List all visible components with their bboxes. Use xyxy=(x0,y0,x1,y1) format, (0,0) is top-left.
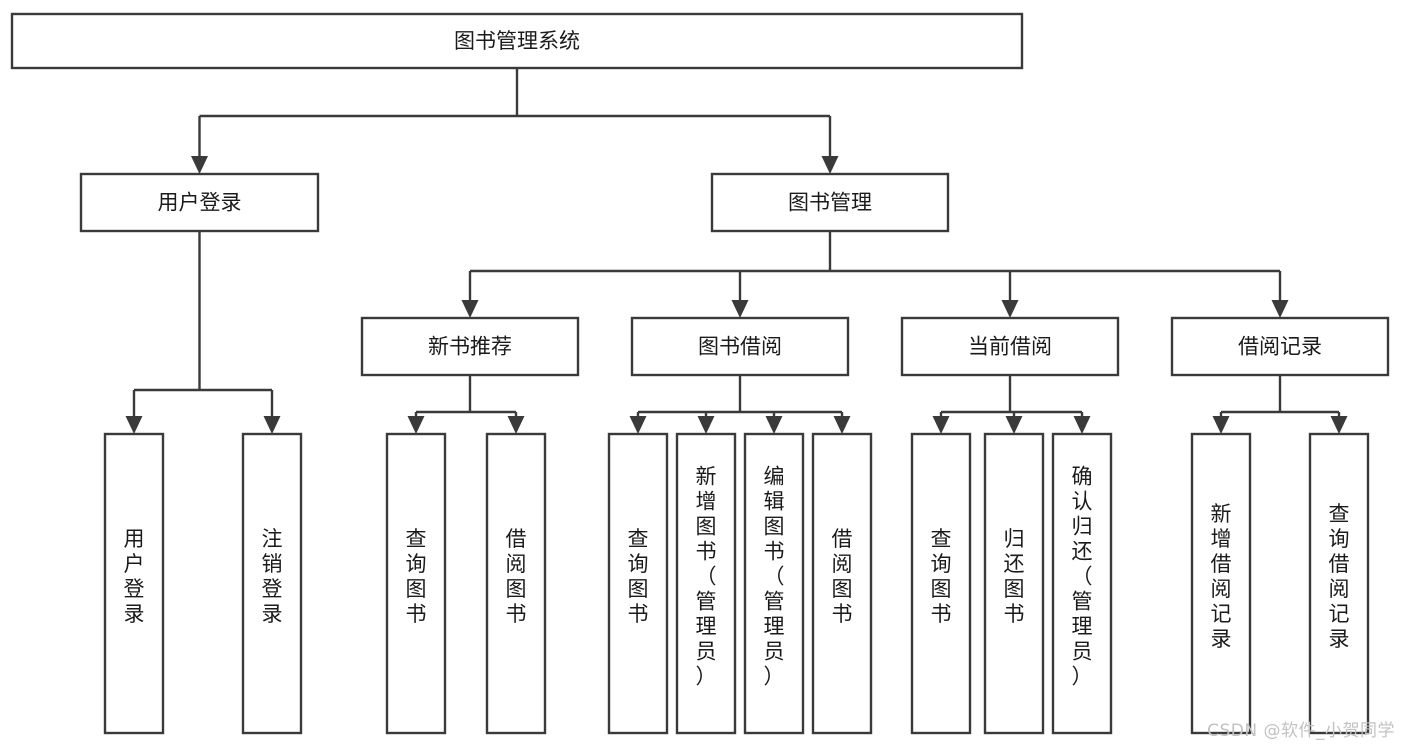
node-level3-book-borrow[interactable]: 图书借阅 xyxy=(630,316,850,377)
connector-branch-arrowhead xyxy=(125,416,143,434)
node-level2-user-login-label: 用户登录 xyxy=(158,191,242,215)
node-level3-current-borrow-label: 当前借阅 xyxy=(968,335,1052,359)
connectors-layer xyxy=(125,68,1348,434)
node-leaf-leaf-borrow-edit-book-rect xyxy=(743,432,805,735)
node-leaf-leaf-recommend-query-book-rect xyxy=(385,432,447,735)
connector-branch-arrowhead xyxy=(629,416,647,434)
connector-branch-arrowhead xyxy=(1001,300,1019,318)
node-leaf-leaf-recommend-query-book[interactable]: 查询图书 xyxy=(385,432,447,735)
node-leaf-leaf-record-query-rect xyxy=(1308,432,1370,735)
node-leaf-leaf-current-confirm-return-label: 确认归还（管理员） xyxy=(1072,465,1093,689)
connector-branch-arrowhead xyxy=(697,416,715,434)
connector-branch-arrowhead xyxy=(765,416,783,434)
node-root-rect xyxy=(10,12,1024,70)
connector-branch-arrowhead xyxy=(1212,416,1230,434)
node-root-label: 图书管理系统 xyxy=(454,29,580,53)
node-level3-borrow-record-label: 借阅记录 xyxy=(1238,335,1322,359)
node-leaf-leaf-borrow-query-book-rect xyxy=(607,432,669,735)
node-leaf-leaf-current-query-book-rect xyxy=(910,432,972,735)
node-leaf-leaf-current-query-book[interactable]: 查询图书 xyxy=(910,432,972,735)
node-leaf-leaf-user-logout-rect xyxy=(241,432,303,735)
connector-branch-arrowhead xyxy=(507,416,525,434)
node-leaf-leaf-current-confirm-return[interactable]: 确认归还（管理员） xyxy=(1051,432,1113,735)
node-leaf-leaf-recommend-borrow-book-rect xyxy=(485,432,547,735)
connector-branch-arrowhead xyxy=(263,416,281,434)
node-leaf-leaf-recommend-borrow-book[interactable]: 借阅图书 xyxy=(485,432,547,735)
node-leaf-leaf-record-query-label: 查询借阅记录 xyxy=(1329,502,1350,651)
node-level3-new-book-recommend[interactable]: 新书推荐 xyxy=(360,316,580,377)
node-leaf-leaf-user-logout[interactable]: 注销登录 xyxy=(241,432,303,735)
node-leaf-leaf-current-confirm-return-rect xyxy=(1051,432,1113,735)
node-leaf-leaf-borrow-edit-book[interactable]: 编辑图书（管理员） xyxy=(743,432,805,735)
connector-branch-arrowhead xyxy=(461,300,479,318)
node-leaf-leaf-current-return-book-label: 归还图书 xyxy=(1004,527,1025,626)
node-root[interactable]: 图书管理系统 xyxy=(10,12,1024,70)
node-leaf-leaf-borrow-borrow-book[interactable]: 借阅图书 xyxy=(811,432,873,735)
node-leaf-leaf-borrow-query-book-label: 查询图书 xyxy=(628,527,649,626)
node-leaf-leaf-current-query-book-label: 查询图书 xyxy=(931,527,952,626)
node-level3-book-borrow-label: 图书借阅 xyxy=(698,335,782,359)
connector-branch-arrowhead xyxy=(1073,416,1091,434)
node-leaf-leaf-borrow-add-book-rect xyxy=(675,432,737,735)
node-leaf-leaf-recommend-borrow-book-label: 借阅图书 xyxy=(506,527,527,626)
node-leaf-leaf-borrow-borrow-book-rect xyxy=(811,432,873,735)
connector-branch-arrowhead xyxy=(407,416,425,434)
node-level3-borrow-record-rect xyxy=(1170,316,1390,377)
node-level3-current-borrow-rect xyxy=(900,316,1120,377)
node-leaf-leaf-borrow-add-book-label: 新增图书（管理员） xyxy=(696,465,717,689)
connector-branch-arrowhead xyxy=(731,300,749,318)
node-level3-borrow-record[interactable]: 借阅记录 xyxy=(1170,316,1390,377)
node-leaf-leaf-user-login-label: 用户登录 xyxy=(124,527,145,626)
node-leaf-leaf-borrow-query-book[interactable]: 查询图书 xyxy=(607,432,669,735)
node-level2-book-manage-rect xyxy=(710,172,950,233)
node-leaf-leaf-borrow-add-book[interactable]: 新增图书（管理员） xyxy=(675,432,737,735)
node-leaf-leaf-user-login-rect xyxy=(103,432,165,735)
node-leaf-leaf-record-add-rect xyxy=(1190,432,1252,735)
csdn-watermark: CSDN @软件_小贺同学 xyxy=(1207,721,1395,741)
connector-branch-arrowhead xyxy=(1005,416,1023,434)
node-leaf-leaf-record-query[interactable]: 查询借阅记录 xyxy=(1308,432,1370,735)
node-level2-user-login-rect xyxy=(79,172,320,233)
connector-branch-arrowhead xyxy=(932,416,950,434)
node-level3-current-borrow[interactable]: 当前借阅 xyxy=(900,316,1120,377)
node-leaf-leaf-current-return-book-rect xyxy=(983,432,1045,735)
node-level2-book-manage[interactable]: 图书管理 xyxy=(710,172,950,233)
node-level3-new-book-recommend-rect xyxy=(360,316,580,377)
connector-branch-arrowhead xyxy=(821,156,839,174)
node-leaf-leaf-borrow-borrow-book-label: 借阅图书 xyxy=(832,527,853,626)
node-leaf-leaf-record-add[interactable]: 新增借阅记录 xyxy=(1190,432,1252,735)
node-level3-new-book-recommend-label: 新书推荐 xyxy=(428,335,512,359)
node-leaf-leaf-user-login[interactable]: 用户登录 xyxy=(103,432,165,735)
node-leaf-leaf-borrow-edit-book-label: 编辑图书（管理员） xyxy=(764,465,785,689)
node-leaf-leaf-record-add-label: 新增借阅记录 xyxy=(1211,502,1232,651)
node-leaf-leaf-current-return-book[interactable]: 归还图书 xyxy=(983,432,1045,735)
node-leaf-leaf-user-logout-label: 注销登录 xyxy=(262,527,283,626)
connector-branch-arrowhead xyxy=(1330,416,1348,434)
nodes-layer: 图书管理系统用户登录图书管理新书推荐图书借阅当前借阅借阅记录用户登录注销登录查询… xyxy=(10,12,1390,735)
node-level2-book-manage-label: 图书管理 xyxy=(788,191,872,215)
connector-branch-arrowhead xyxy=(833,416,851,434)
connector-branch-arrowhead xyxy=(1271,300,1289,318)
node-level3-book-borrow-rect xyxy=(630,316,850,377)
node-level2-user-login[interactable]: 用户登录 xyxy=(79,172,320,233)
node-leaf-leaf-recommend-query-book-label: 查询图书 xyxy=(406,527,427,626)
connector-branch-arrowhead xyxy=(191,156,208,174)
